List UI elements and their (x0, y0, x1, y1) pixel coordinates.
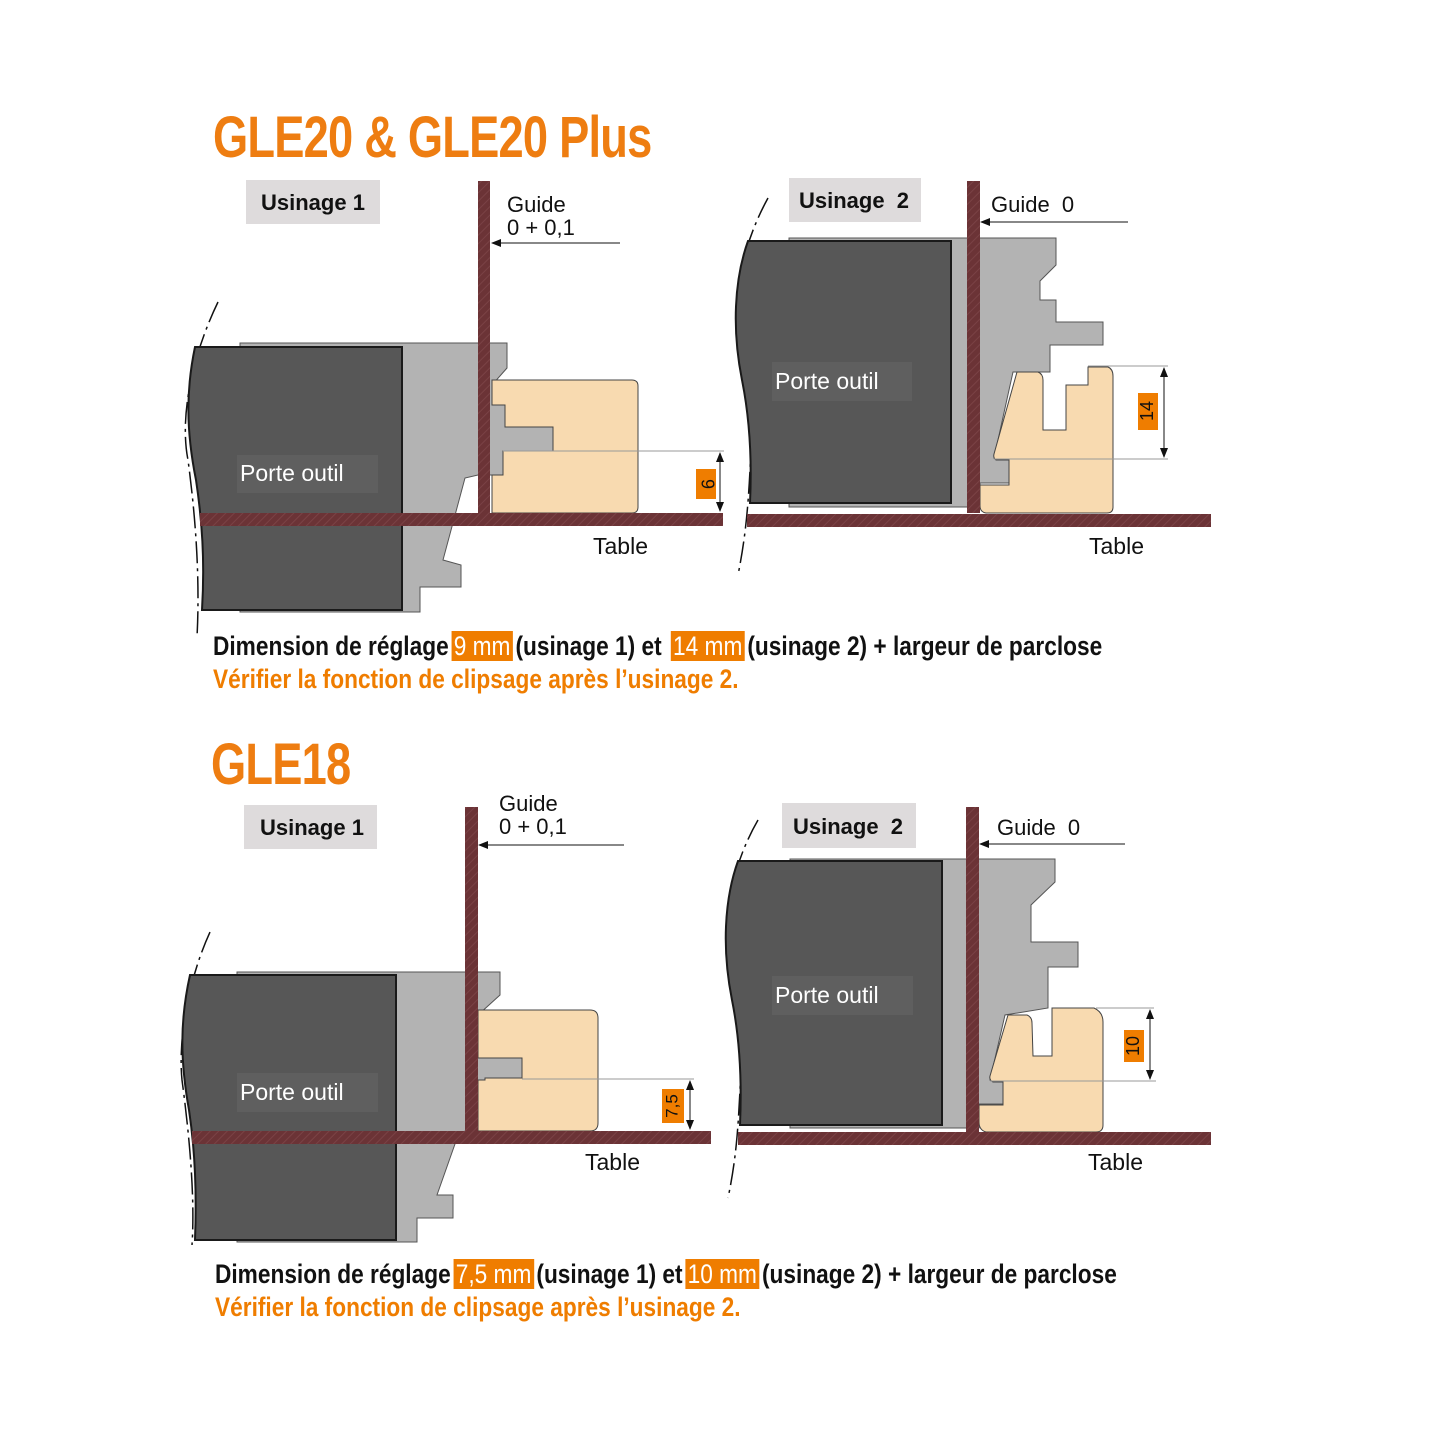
panel-gle20-usinage-2: Porte outil Guide 0 14 Table Usinage 2 (734, 178, 1211, 576)
tool-label-box (772, 976, 913, 1015)
workpiece (477, 1009, 599, 1132)
caption-mid: (usinage 1) et (536, 1259, 683, 1289)
caption-value-usinage-2: 10 mm (685, 1259, 760, 1289)
caption-prefix: Dimension de réglage (213, 631, 449, 661)
workpiece (978, 1007, 1104, 1133)
usinage-label-box (782, 803, 916, 848)
dimension-value: 14 (1137, 401, 1157, 421)
workpiece (979, 366, 1114, 514)
usinage-label-box (789, 178, 921, 222)
caption-prefix: Dimension de réglage (215, 1259, 451, 1289)
table-label: Table (593, 533, 648, 559)
tool-holder-boundary (184, 301, 219, 638)
tool-label-box (237, 1073, 378, 1112)
section-title-gle18: GLE18 (211, 732, 351, 797)
usinage-label: Usinage 1 (261, 190, 365, 215)
tool-label-box (237, 455, 378, 493)
table-label: Table (1088, 1149, 1143, 1175)
dimension-value: 10 (1123, 1036, 1143, 1056)
panel-gle18-usinage-2: Porte outil Guide 0 10 Table Usinage 2 (724, 803, 1211, 1199)
dimension-badge (696, 469, 716, 499)
tool-label: Porte outil (775, 982, 879, 1008)
dimension-value: 9 (697, 479, 717, 489)
caption-suffix: (usinage 2) + largeur de parclose (761, 1259, 1117, 1289)
caption-mid: (usinage 1) et (515, 631, 662, 661)
guide-label: Guide (507, 192, 566, 217)
dimension-badge (1138, 393, 1158, 430)
tool-label: Porte outil (240, 460, 344, 486)
usinage-label: Usinage 2 (799, 188, 909, 213)
table (200, 513, 723, 526)
caption-value-usinage-2: 14 mm (670, 631, 745, 661)
tool-label: Porte outil (775, 368, 879, 394)
dimension-badge (662, 1089, 684, 1123)
guide-fence (967, 181, 980, 513)
usinage-label: Usinage 2 (793, 814, 903, 839)
panel-gle20-usinage-1: Porte outil Guide 0 + 0,1 9 Table Usinag… (184, 180, 724, 638)
table (738, 1132, 1211, 1145)
table-label: Table (585, 1149, 640, 1175)
guide-fence (478, 181, 490, 513)
section-title-gle20: GLE20 & GLE20 Plus (213, 105, 652, 170)
tool-label-box (772, 362, 912, 401)
table-label: Table (1089, 533, 1144, 559)
tool-holder-boundary (735, 197, 769, 576)
caption-value-usinage-1: 9 mm (451, 631, 513, 661)
clipping-check-note-gle20: Vérifier la fonction de clipsage après l… (213, 664, 739, 694)
caption-value-usinage-1: 7,5 mm (453, 1259, 534, 1289)
usinage-label: Usinage 1 (260, 815, 364, 840)
guide-label: Guide (499, 791, 558, 816)
guide-value: 0 + 0,1 (507, 215, 575, 240)
dimension-value: 7,5 (662, 1094, 681, 1118)
table (192, 1131, 711, 1144)
usinage-label-box (244, 805, 377, 849)
table (747, 514, 1211, 527)
caption-suffix: (usinage 2) + largeur de parclose (747, 631, 1103, 661)
clipping-check-note-gle18: Vérifier la fonction de clipsage après l… (215, 1292, 741, 1322)
panel-gle18-usinage-1: Porte outil Guide 0 + 0,1 7,5 Table Usin… (180, 791, 711, 1246)
guide-label: Guide 0 (997, 815, 1080, 840)
guide-value: 0 + 0,1 (499, 814, 567, 839)
guide-fence (966, 807, 979, 1132)
dimension-badge (1124, 1030, 1144, 1062)
usinage-label-box (246, 180, 380, 224)
guide-label: Guide 0 (991, 192, 1074, 217)
tool-label: Porte outil (240, 1079, 344, 1105)
guide-fence (465, 807, 478, 1131)
